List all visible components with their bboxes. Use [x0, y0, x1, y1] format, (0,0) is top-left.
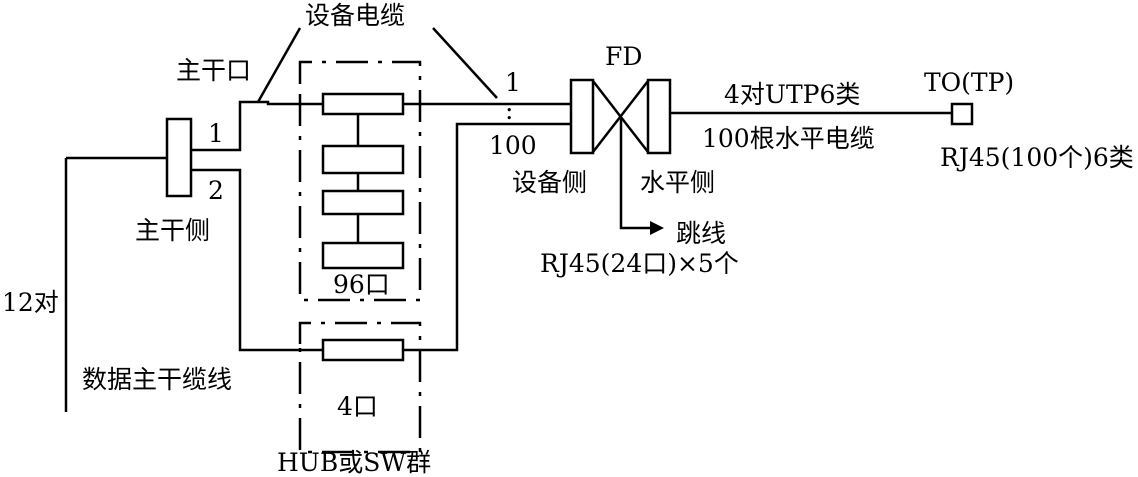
rj45-24x5-label: RJ45(24口)×5个 [540, 249, 739, 278]
equipment-cable-line-100 [403, 122, 571, 352]
ports-4-label: 4口 [337, 392, 378, 421]
trunk-line-1 [191, 100, 323, 152]
line-dots-label: : [505, 96, 514, 125]
trunk-line-2 [191, 168, 323, 352]
to-tp-label: TO(TP) [924, 68, 1015, 97]
hub-group-4-outline [298, 321, 422, 454]
equipment-cable-pointer-right [432, 27, 498, 99]
hub-unit-3 [321, 189, 405, 216]
equipment-side-label: 设备侧 [512, 168, 588, 197]
trunk-port-label: 主干口 [176, 56, 252, 85]
data-trunk-cable-label: 数据主干缆线 [82, 365, 233, 394]
pairs-12-label: 12对 [2, 288, 59, 317]
patch-cord-arrowhead [650, 221, 664, 235]
equipment-cable-pointer-left [256, 27, 302, 103]
line-1-label: 1 [505, 68, 521, 97]
trunk-side-block [165, 117, 193, 198]
port-1-label: 1 [208, 119, 224, 148]
hub-unit-4 [321, 241, 405, 270]
fd-cross-line-b [592, 80, 649, 153]
hub-unit-1 [321, 92, 405, 116]
line-100-label: 100 [489, 131, 537, 160]
equipment-cable-label: 设备电缆 [305, 1, 406, 30]
horizontal-cable-label: 100根水平电缆 [702, 124, 875, 153]
hub-sw-group-label: HUB或SW群 [277, 448, 432, 477]
patch-cord-label: 跳线 [676, 219, 727, 248]
patch-cord-pointer [619, 118, 650, 230]
hub-unit-2 [321, 144, 405, 175]
port-2-label: 2 [208, 176, 224, 205]
horizontal-side-label: 水平侧 [640, 168, 716, 197]
ports-96-label: 96口 [333, 270, 390, 299]
fd-label: FD [605, 42, 643, 71]
hub-unit-4port [321, 338, 405, 362]
utp6-label: 4对UTP6类 [724, 80, 861, 109]
trunk-side-label: 主干侧 [135, 216, 211, 245]
hub-group-96-outline [298, 60, 422, 302]
telecom-outlet-box [950, 102, 974, 126]
fd-horizontal-side-panel [646, 78, 672, 155]
fd-equipment-side-panel [569, 78, 595, 155]
rj45-100-label: RJ45(100个)6类 [940, 143, 1134, 172]
